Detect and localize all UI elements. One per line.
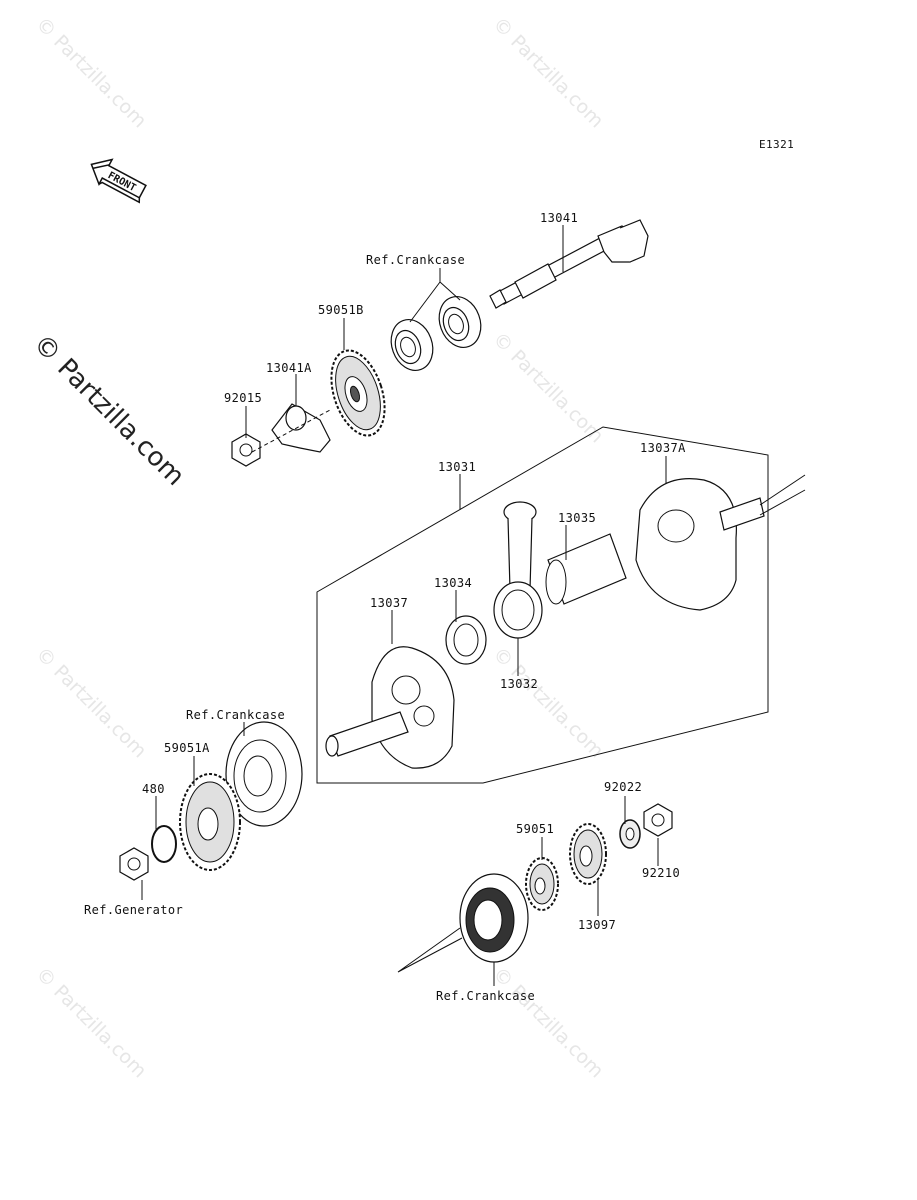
label-13041: 13041: [540, 211, 578, 225]
part-480-circlip: [151, 825, 177, 863]
part-13037A-flywheel-right: [635, 474, 806, 611]
part-13041-balancer-shaft: [489, 219, 649, 309]
label-13031: 13031: [438, 460, 476, 474]
watermark: © Partzilla.com: [488, 963, 607, 1082]
watermark: © Partzilla.com: [488, 643, 607, 762]
part-92015-nut: [231, 433, 261, 467]
label-92022: 92022: [604, 780, 642, 794]
label-13097: 13097: [578, 918, 616, 932]
watermark: © Partzilla.com: [31, 963, 150, 1082]
part-13037-flywheel-left: [325, 646, 455, 769]
label-13032: 13032: [500, 677, 538, 691]
label-13037: 13037: [370, 596, 408, 610]
part-13041A-balancer-weight: [271, 403, 331, 453]
watermark-copyright: © Partzilla.com: [27, 329, 190, 492]
front-arrow-icon: FRONT: [90, 158, 147, 204]
label-ref-crankcase-top: Ref.Crankcase: [366, 253, 465, 267]
label-ref-generator: Ref.Generator: [84, 903, 183, 917]
bearing-top-right: [438, 296, 482, 348]
label-13034: 13034: [434, 576, 472, 590]
part-92210-nut: [643, 803, 673, 837]
part-59051A-gear: [179, 773, 241, 871]
label-59051B: 59051B: [318, 303, 364, 317]
label-59051: 59051: [516, 822, 554, 836]
leader-lines: [141, 225, 667, 986]
label-92210: 92210: [642, 866, 680, 880]
assembly-13031-outline: [316, 426, 769, 784]
label-59051A: 59051A: [164, 741, 210, 755]
label-13041A: 13041A: [266, 361, 312, 375]
part-59051B-gear: [330, 349, 386, 437]
label-ref-crankcase-bottom: Ref.Crankcase: [436, 989, 535, 1003]
diagram-code: E1321: [759, 138, 794, 151]
label-ref-crankcase-left: Ref.Crankcase: [186, 708, 285, 722]
part-13035-crank-pin: [545, 533, 627, 605]
label-13035: 13035: [558, 511, 596, 525]
part-nut-generator: [119, 847, 149, 881]
watermark: © Partzilla.com: [31, 13, 150, 132]
watermark: © Partzilla.com: [488, 328, 607, 447]
label-13037A: 13037A: [640, 441, 686, 455]
part-13034-needle-bearing: [445, 615, 487, 665]
watermark: © Partzilla.com: [488, 13, 607, 132]
part-labels: 13041 Ref.Crankcase 59051B 13041A 92015 …: [84, 211, 686, 1003]
bearing-top-left: [390, 319, 434, 371]
watermark: © Partzilla.com: [31, 643, 150, 762]
label-480: 480: [142, 782, 165, 796]
part-59051-gear: [525, 857, 559, 911]
label-92015: 92015: [224, 391, 262, 405]
part-13032-connecting-rod: [493, 501, 543, 639]
bearing-bottom: [397, 873, 529, 973]
part-13097-gear: [569, 823, 607, 885]
bearing-left: [225, 721, 303, 827]
part-92022-washer: [619, 819, 641, 849]
